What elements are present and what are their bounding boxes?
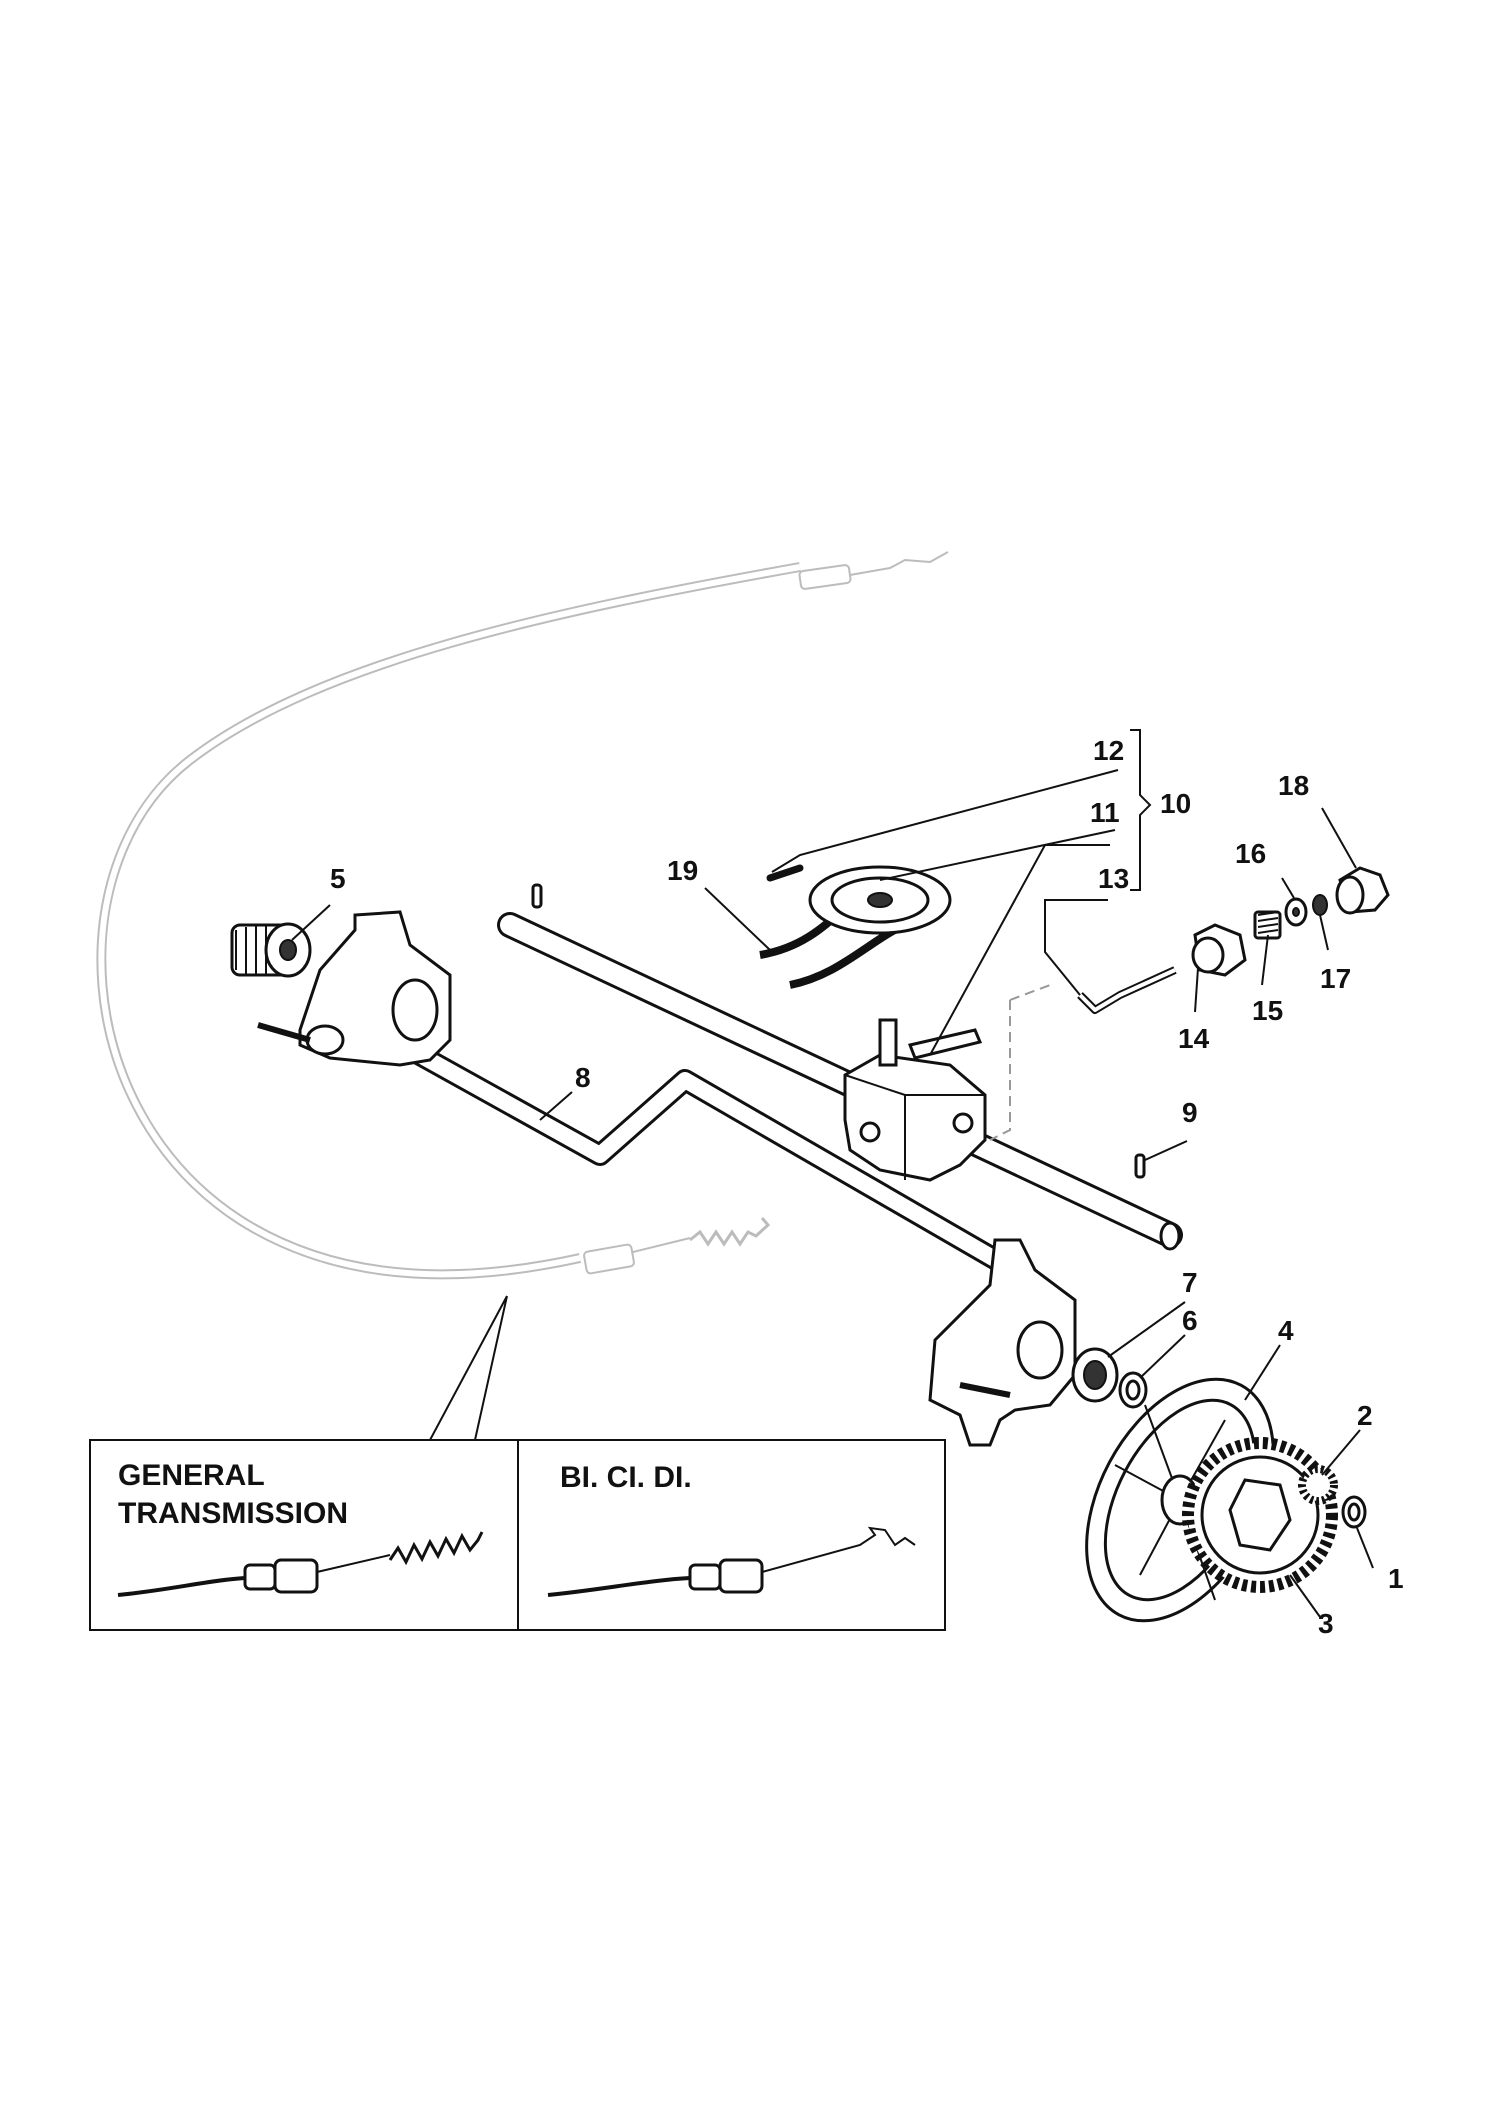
- selector-lever: [989, 966, 1177, 1141]
- key-pins: [531, 883, 1146, 1179]
- control-rod: [324, 995, 1011, 1275]
- drive-cable-ghost: [96, 551, 949, 1280]
- pulley-assembly: [759, 864, 952, 989]
- general-transmission-label-line2: TRANSMISSION: [118, 1497, 348, 1530]
- bearing-and-washer: [1071, 1347, 1148, 1409]
- knob-assembly: [1191, 866, 1390, 977]
- callout-numbers: 1 2 3 4 5 6 7 8 9 10 11 12 13 14 15 16 1…: [330, 735, 1404, 1639]
- callout-5: 5: [330, 863, 346, 894]
- pinion-gear: [230, 922, 312, 978]
- general-cable-illustration: [117, 1531, 484, 1597]
- wheel-gear-assembly: [1085, 1377, 1367, 1623]
- callout-14: 14: [1178, 1023, 1210, 1054]
- right-bracket: [928, 1238, 1077, 1447]
- gearbox: [843, 1018, 987, 1182]
- callout-11: 11: [1090, 797, 1120, 828]
- callout-1: 1: [1388, 1563, 1404, 1594]
- callout-13: 13: [1098, 863, 1129, 894]
- callout-4: 4: [1278, 1315, 1294, 1346]
- callout-6: 6: [1182, 1305, 1198, 1336]
- bicidi-cable-illustration: [547, 1526, 916, 1597]
- general-transmission-label-line1: GENERAL: [118, 1459, 265, 1492]
- callout-19: 19: [667, 855, 698, 886]
- callout-15: 15: [1252, 995, 1283, 1026]
- callout-2: 2: [1357, 1400, 1373, 1431]
- callout-10: 10: [1160, 788, 1191, 819]
- drive-axle: [497, 912, 1183, 1251]
- callout-7: 7: [1182, 1267, 1198, 1298]
- cable-variants-box: GENERAL TRANSMISSION BI. CI. DI.: [89, 1439, 946, 1631]
- callout-9: 9: [1182, 1097, 1198, 1128]
- callout-8: 8: [575, 1062, 591, 1093]
- callout-12: 12: [1093, 735, 1124, 766]
- left-bracket: [257, 910, 452, 1067]
- callout-17: 17: [1320, 963, 1351, 994]
- callout-16: 16: [1235, 838, 1266, 869]
- callout-3: 3: [1318, 1608, 1334, 1639]
- bi-ci-di-label: BI. CI. DI.: [560, 1461, 692, 1494]
- callout-18: 18: [1278, 770, 1309, 801]
